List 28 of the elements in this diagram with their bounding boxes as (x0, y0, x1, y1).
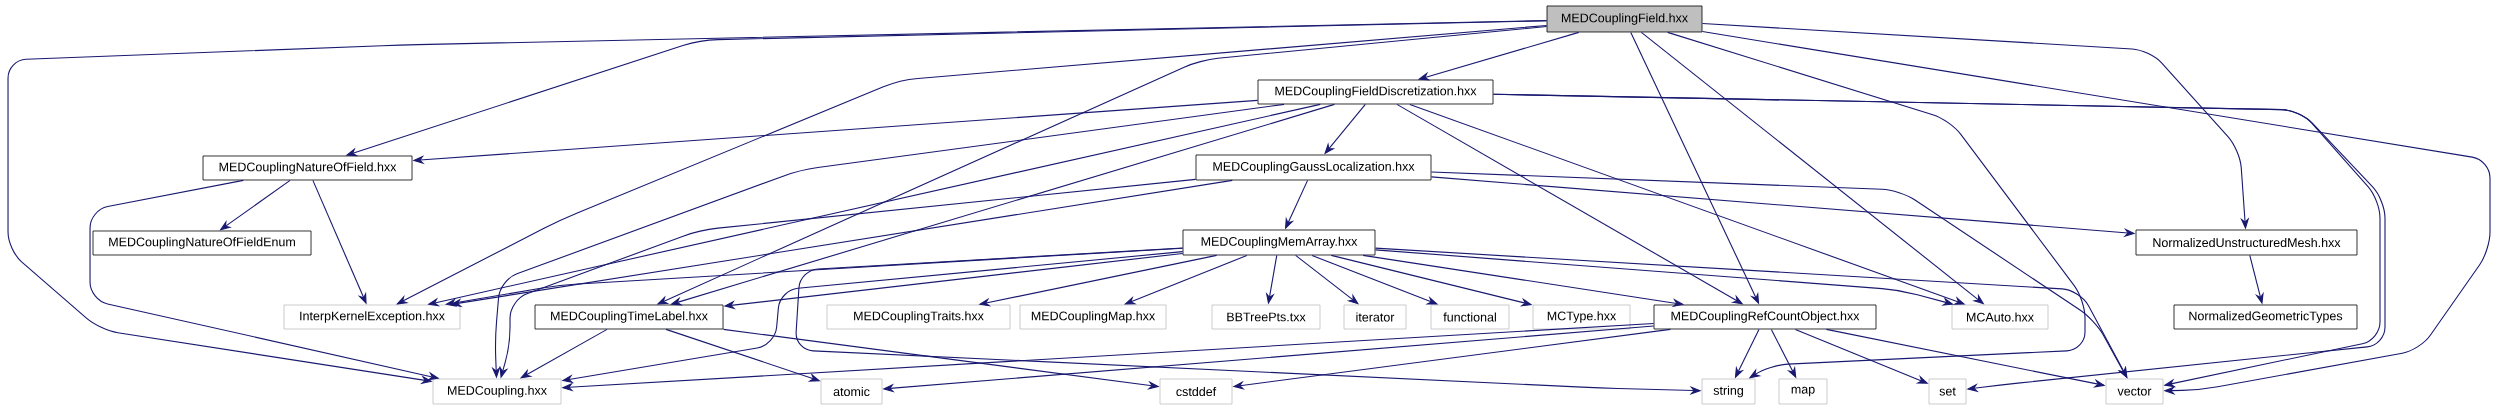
file-box: InterpKernelException.hxx (283, 304, 461, 330)
file-box: functional (1430, 304, 1510, 330)
file-box: MEDCouplingNatureOfFieldEnum (92, 230, 312, 256)
file-box: NormalizedGeometricTypes (2173, 304, 2358, 330)
file-box: MEDCouplingMemArray.hxx (1182, 229, 1376, 256)
file-box: MEDCouplingRefCountObject.hxx (1653, 304, 1877, 330)
file-box: MEDCouplingGaussLocalization.hxx (1195, 154, 1432, 181)
file-box: NormalizedUnstructuredMesh.hxx (2135, 229, 2358, 256)
file-box: map (1778, 378, 1828, 405)
file-box: iterator (1343, 304, 1407, 330)
file-box: MCType.hxx (1532, 304, 1631, 330)
file-box: MEDCouplingMap.hxx (1019, 304, 1167, 330)
arrow (1667, 31, 2086, 379)
file-box: BBTreePts.txx (1211, 304, 1321, 330)
file-box: MCAuto.hxx (1951, 304, 2049, 330)
file-box: string (1701, 378, 1756, 405)
file-box: MEDCouplingNatureOfField.hxx (202, 155, 413, 181)
arrow (396, 24, 1548, 305)
file-box: MEDCouplingFieldDiscretization.hxx (1257, 79, 1494, 105)
file-box: vector (2105, 378, 2164, 405)
file-box: MEDCouplingField.hxx (1546, 5, 1703, 33)
file-box: MEDCouplingTraits.hxx (826, 304, 1011, 330)
file-box: MEDCoupling.hxx (432, 378, 562, 405)
file-box: atomic (820, 378, 883, 405)
file-box: MEDCouplingTimeLabel.hxx (534, 304, 724, 330)
arrow (1701, 31, 2491, 396)
file-box: set (1928, 378, 1967, 405)
file-box: cstddef (1159, 378, 1233, 405)
